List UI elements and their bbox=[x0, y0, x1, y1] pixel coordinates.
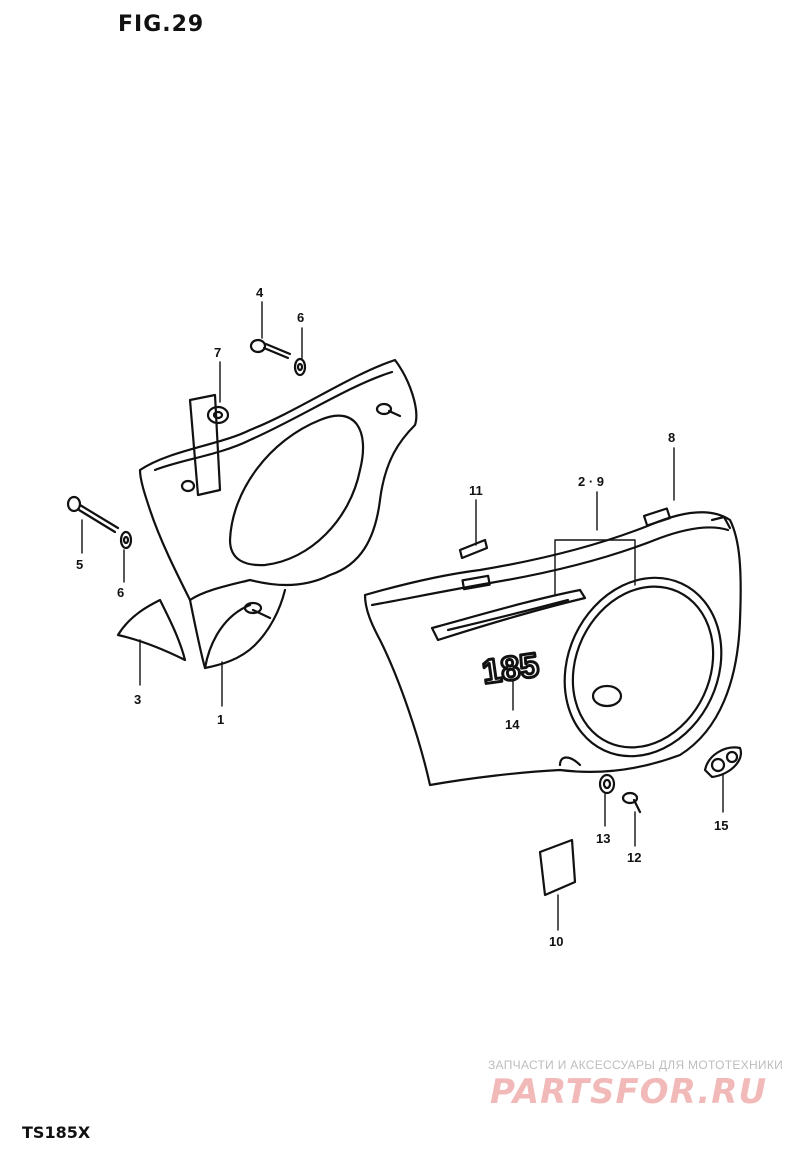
washer-6-top bbox=[293, 357, 307, 377]
callout-10: 10 bbox=[549, 934, 564, 949]
callout-14: 14 bbox=[505, 717, 520, 732]
callout-11: 11 bbox=[469, 483, 483, 498]
callout-2-9: 2 · 9 bbox=[578, 474, 605, 489]
callout-8: 8 bbox=[668, 430, 676, 445]
model-label: TS185X bbox=[22, 1123, 91, 1142]
callout-15: 15 bbox=[714, 818, 729, 833]
watermark-tagline: ЗАПЧАСТИ И АКСЕССУАРЫ ДЛЯ МОТОТЕХНИКИ bbox=[488, 1058, 784, 1072]
washer-6-left bbox=[119, 530, 133, 550]
callout-1: 1 bbox=[217, 712, 225, 727]
emblem-185: 185 bbox=[478, 645, 542, 694]
callout-7: 7 bbox=[214, 345, 222, 360]
rubber-11 bbox=[458, 538, 489, 560]
emblem-text: 185 bbox=[480, 646, 541, 692]
callout-6-left: 6 bbox=[117, 585, 125, 600]
screw-12 bbox=[621, 791, 642, 814]
grommet-15 bbox=[703, 746, 743, 779]
label-plate-10 bbox=[538, 838, 577, 897]
bolt-5 bbox=[66, 495, 120, 534]
callout-3: 3 bbox=[134, 692, 142, 707]
callout-13: 13 bbox=[596, 831, 611, 846]
callout-12: 12 bbox=[627, 850, 642, 865]
watermark-logo: PARTSFOR.RU bbox=[490, 1072, 768, 1112]
mud-flap bbox=[116, 598, 187, 662]
right-frame-cover bbox=[363, 507, 742, 787]
washer-13 bbox=[598, 773, 616, 795]
bolt-4 bbox=[249, 338, 292, 360]
left-frame-cover bbox=[138, 358, 418, 670]
callout-6-top: 6 bbox=[297, 310, 305, 325]
grommet-7 bbox=[188, 393, 230, 497]
callout-4: 4 bbox=[256, 285, 264, 300]
callout-5: 5 bbox=[76, 557, 84, 572]
figure-title: FIG.29 bbox=[118, 12, 205, 37]
leader-lines bbox=[81, 301, 724, 931]
